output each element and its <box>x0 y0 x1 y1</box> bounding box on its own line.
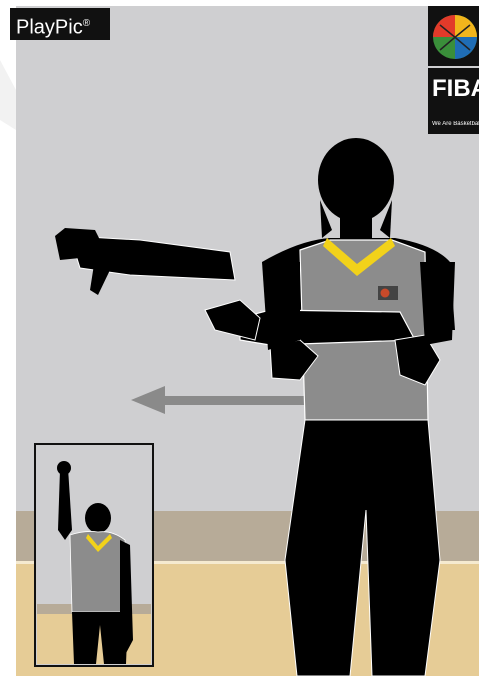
inset-head <box>85 503 111 533</box>
playpic-label: PlayPic <box>16 17 83 39</box>
playpic-logo: PlayPic® <box>10 8 110 40</box>
inset-fist <box>57 461 71 475</box>
referee-neck <box>340 210 372 238</box>
fiba-tagline: We Are Basketball <box>432 121 479 127</box>
inset-shirt <box>70 531 128 612</box>
referee-head <box>318 138 394 222</box>
fiba-wordmark: FIBA <box>432 75 479 103</box>
registered-mark: ® <box>83 18 90 29</box>
badge-dot <box>381 289 390 298</box>
upper-arm-right <box>420 262 455 345</box>
upper-arm-left <box>262 262 300 350</box>
